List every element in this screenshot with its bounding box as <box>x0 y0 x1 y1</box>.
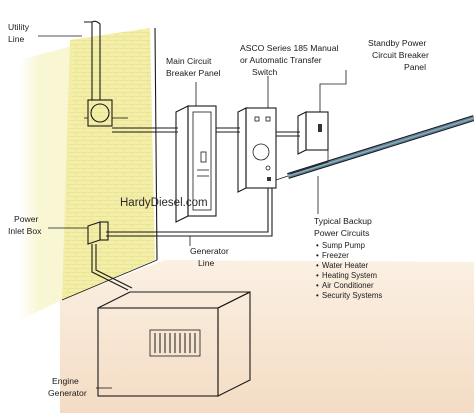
main-breaker-panel <box>175 105 217 223</box>
label-standby-panel: Standby Power Circuit Breaker Panel <box>368 38 431 72</box>
label-transfer-switch: ASCO Series 185 Manual or Automatic Tran… <box>240 43 341 77</box>
backup-circuit-list: • Sump Pump • Freezer • Water Heater • H… <box>316 241 382 300</box>
engine-generator <box>97 291 251 397</box>
label-power-inlet: Power Inlet Box <box>8 214 42 236</box>
list-item: • <box>316 281 319 290</box>
list-item-label: Freezer <box>322 251 349 260</box>
list-item-label: Sump Pump <box>322 241 366 250</box>
label-backup-circuits-title: Typical Backup Power Circuits <box>314 216 374 238</box>
label-engine-generator: Engine Generator <box>48 376 87 398</box>
list-item-label: Security Systems <box>322 291 382 300</box>
transfer-switch <box>237 107 277 193</box>
label-main-panel: Main Circuit Breaker Panel <box>166 56 221 78</box>
standby-panel <box>297 111 329 155</box>
leader-lines <box>38 35 347 389</box>
watermark: HardyDiesel.com <box>120 197 208 209</box>
list-item-label: Heating System <box>322 271 377 280</box>
backup-circuit-conduit <box>275 115 474 181</box>
list-item: • <box>316 241 319 250</box>
list-item: • <box>316 261 319 270</box>
label-generator-line: Generator Line <box>190 246 231 268</box>
utility-line <box>84 20 101 100</box>
list-item: • <box>316 291 319 300</box>
list-item: • <box>316 271 319 280</box>
list-item-label: Air Conditioner <box>322 281 374 290</box>
floor-area <box>60 260 474 413</box>
utility-meter <box>84 99 128 127</box>
label-utility-line: Utility Line <box>8 22 31 44</box>
list-item-label: Water Heater <box>322 261 368 270</box>
power-inlet-box <box>87 221 109 245</box>
list-item: • <box>316 251 319 260</box>
